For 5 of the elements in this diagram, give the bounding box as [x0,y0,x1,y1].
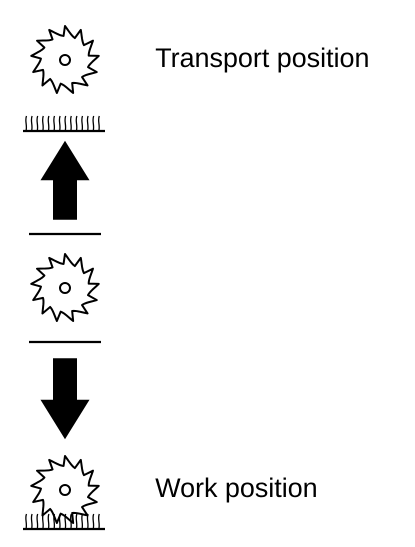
picture [30,25,100,94]
picture [30,253,100,322]
picture [30,455,100,524]
position-label: Work position [155,477,316,503]
position-label: Transport position [156,47,368,73]
